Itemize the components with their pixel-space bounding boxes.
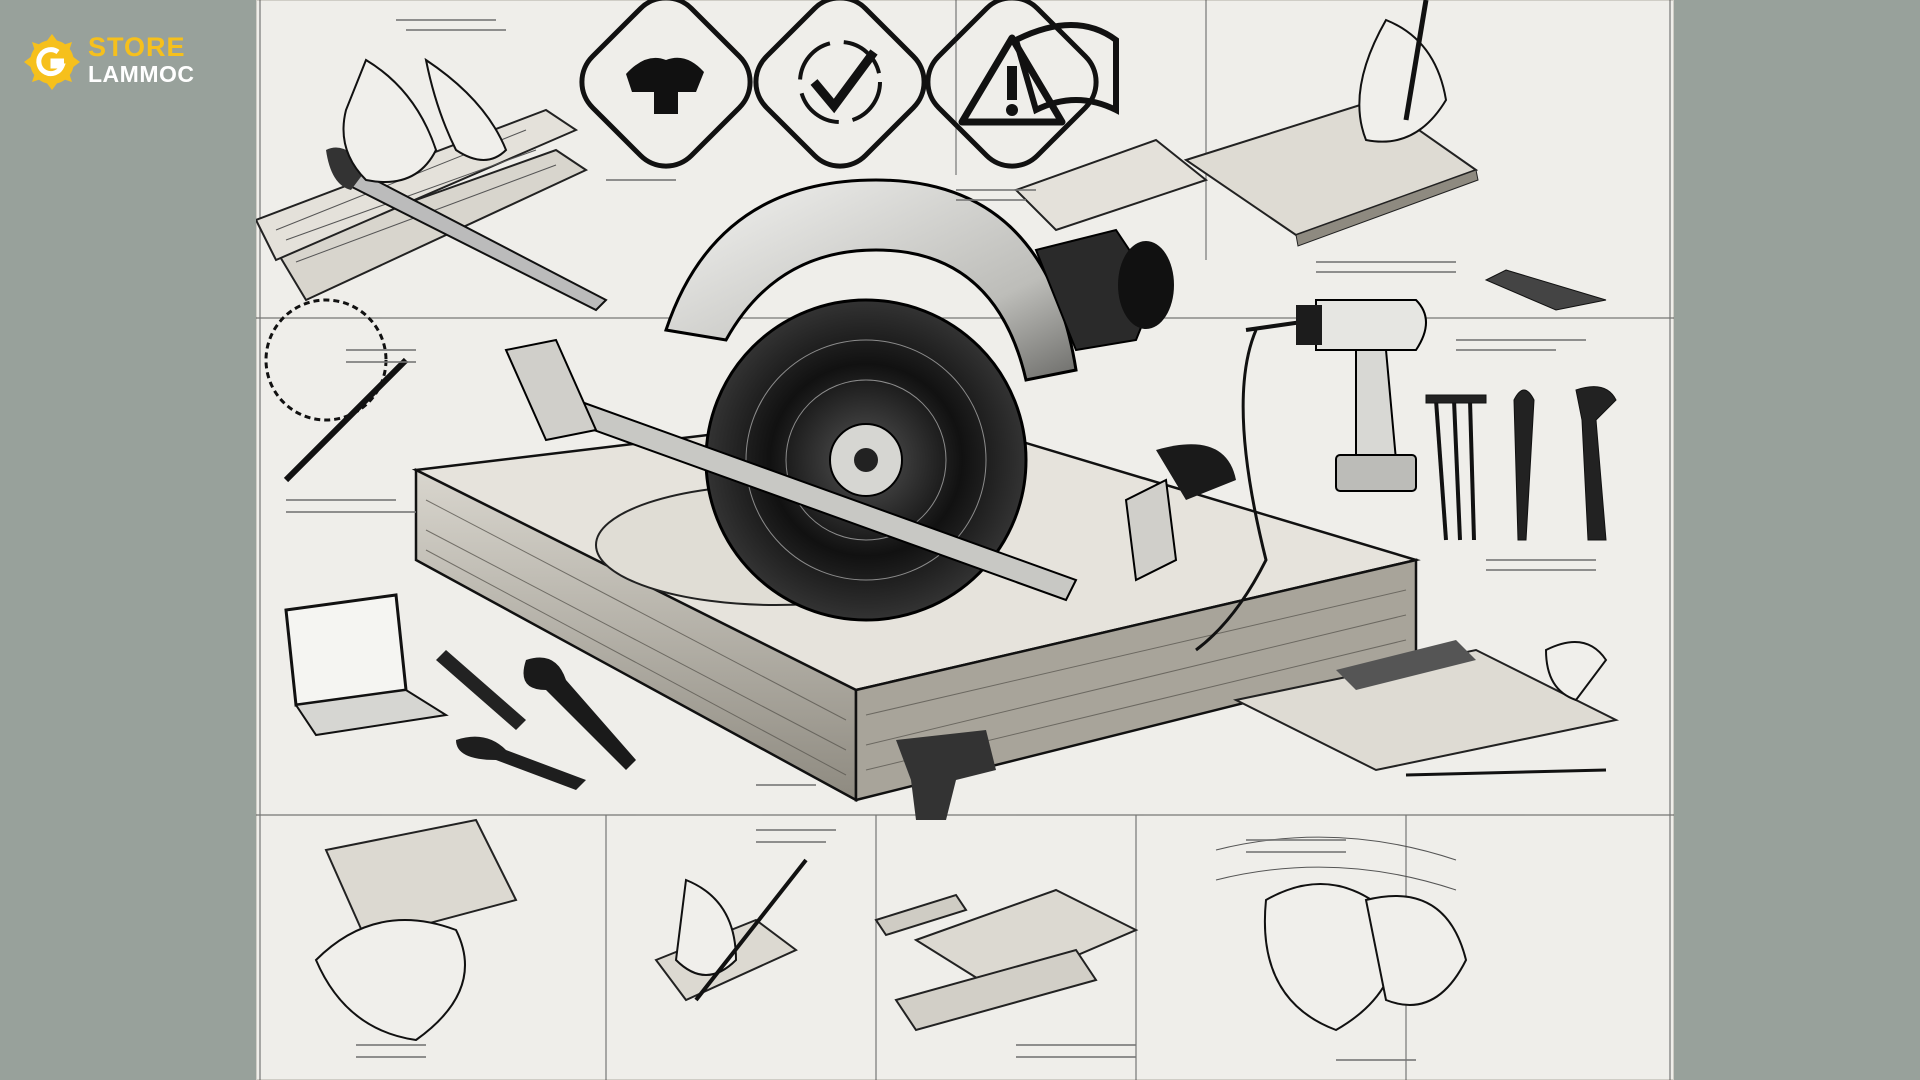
circular-saw [504, 178, 1236, 622]
marking-board-sketch [1012, 0, 1479, 247]
warning-triangle-icon [925, 0, 1099, 169]
saw-blade-gear-icon [24, 34, 80, 90]
laptop-and-small-tools [264, 298, 636, 790]
checkmark-cycle-icon [753, 0, 927, 169]
logo-lammoc-text: LAMMOC [88, 61, 195, 87]
bottom-instruction-panels [314, 730, 1468, 1042]
clamp-safety-icon [579, 0, 753, 169]
clamped-board [1232, 640, 1620, 777]
woodworking-tools-illustration [256, 0, 1674, 1080]
hand-saw-sketch [256, 57, 608, 312]
sketch-canvas [256, 0, 1674, 1080]
power-drill [1195, 299, 1427, 652]
logo-store-text: STORE [88, 32, 186, 62]
store-lammoc-logo: STORE LAMMOC [20, 28, 230, 92]
right-margin [1674, 0, 1920, 1080]
hand-tools-rack [1425, 269, 1617, 541]
